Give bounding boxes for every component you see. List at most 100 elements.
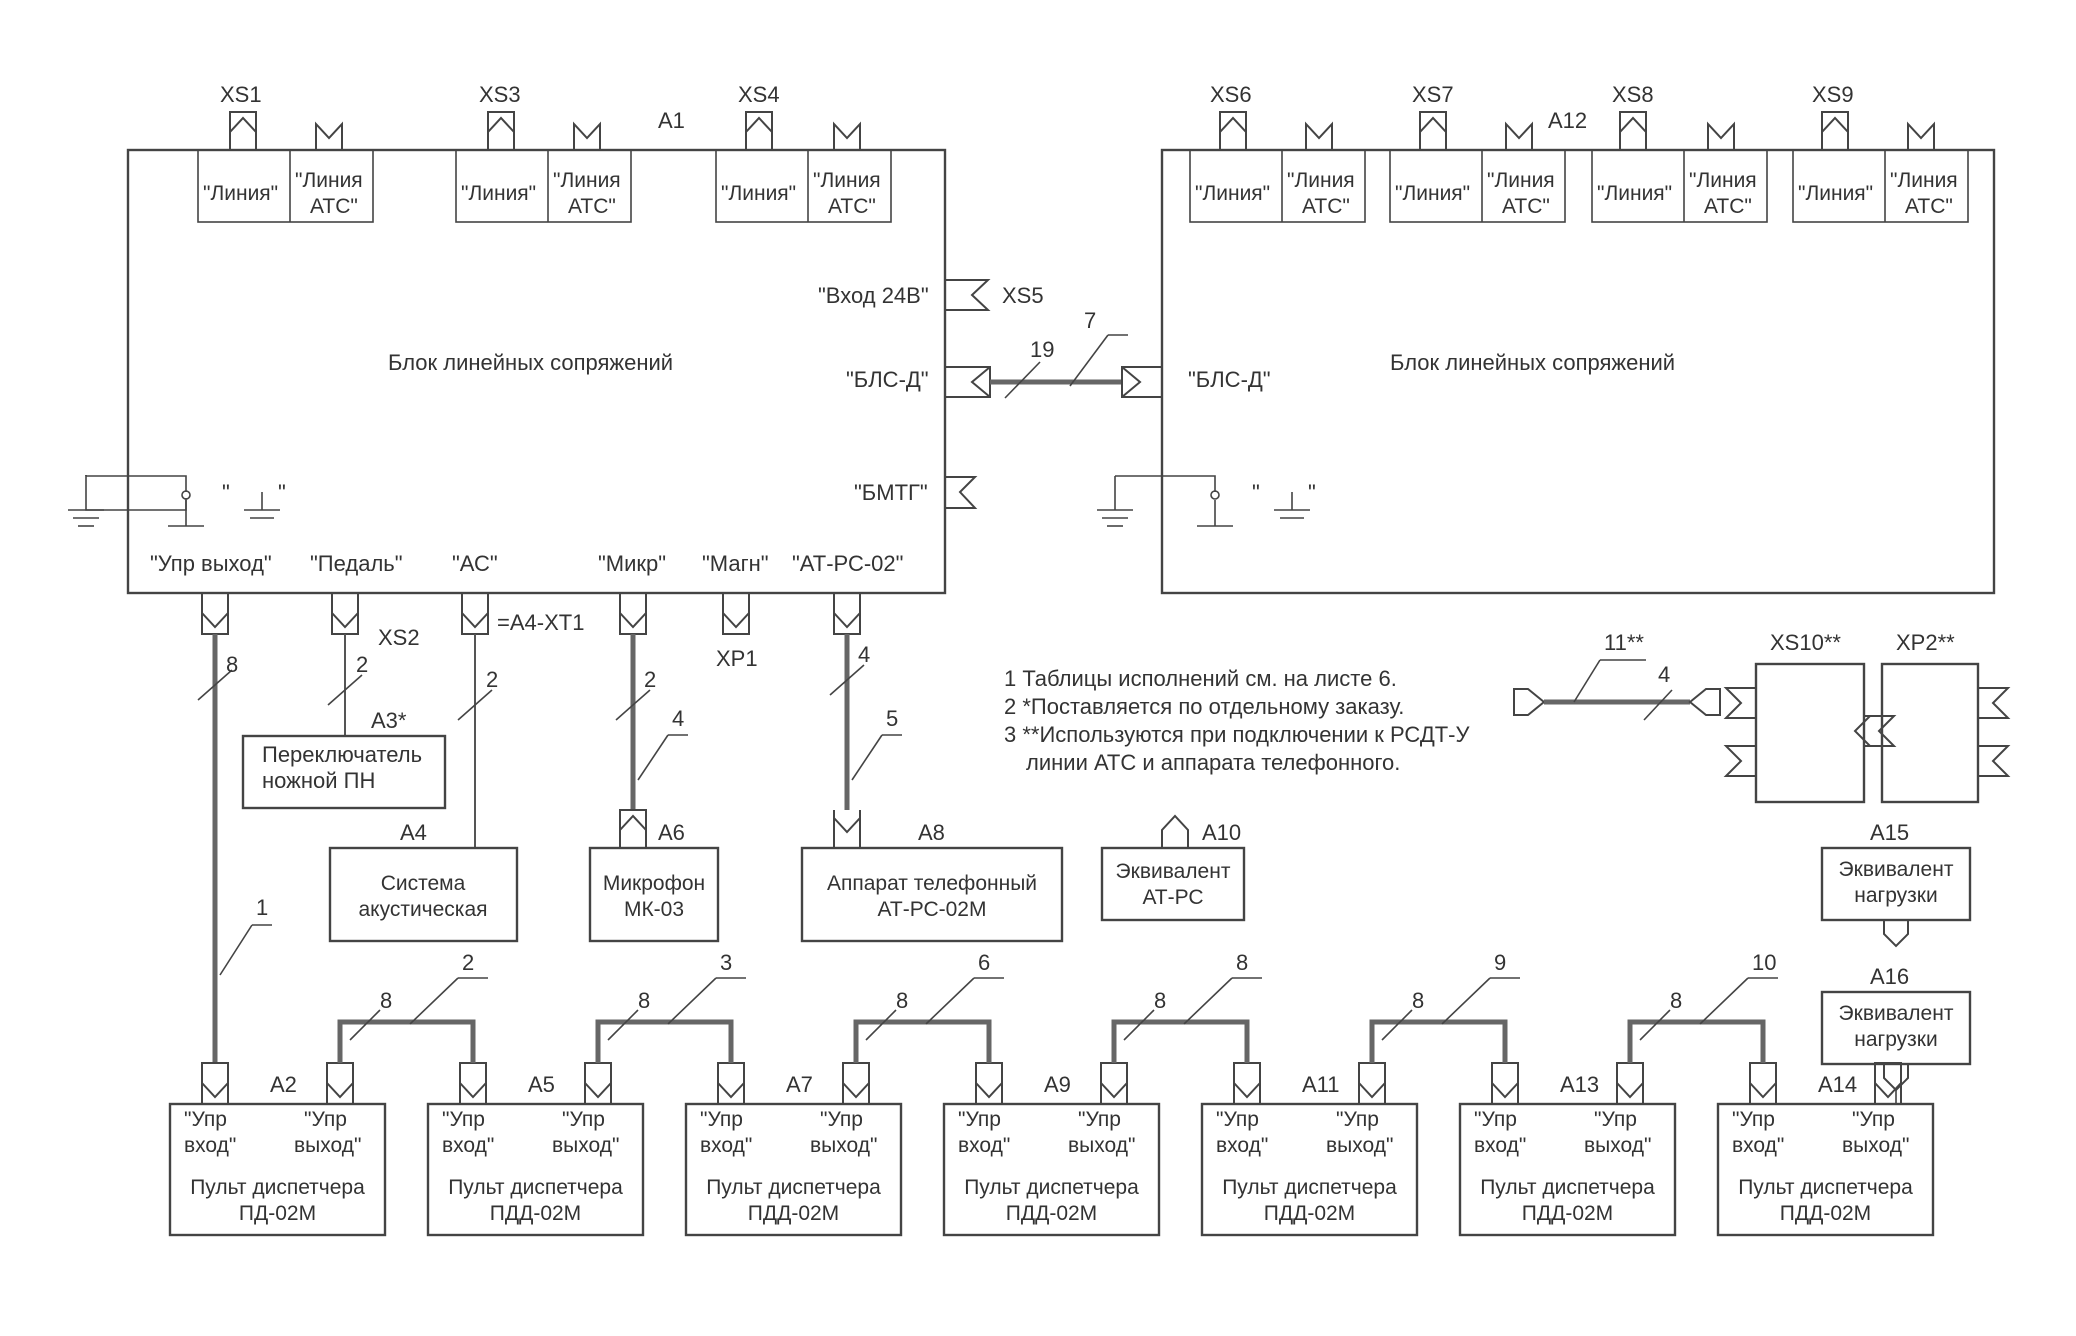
socket-connector-icon: [1619, 111, 1647, 150]
plug-connector-icon: [1305, 121, 1333, 150]
a12-line-group-2: "Линия" "Линия АТС" XS7: [1389, 82, 1566, 223]
note-line: 2 *Поставляется по отдельному заказу.: [1004, 694, 1404, 719]
ground-icon: [244, 492, 280, 519]
ats-label: "Линия: [813, 169, 881, 192]
a1-line-group-1: "Линия" "Линия АТС" XS1: [197, 82, 374, 223]
ats-label: "Линия: [1890, 169, 1958, 192]
chain-tick: [349, 1009, 381, 1041]
line-label: "Линия": [461, 182, 536, 205]
console-box: [1716, 1102, 1935, 1237]
cable-number: 1: [256, 895, 268, 920]
chain-wires: 8: [1154, 988, 1166, 1013]
console-in-label: вход": [442, 1134, 494, 1157]
device-label: акустическая: [358, 898, 487, 921]
socket-connector-icon: [722, 593, 750, 635]
console-ref: A9: [1044, 1072, 1071, 1097]
device-label: нагрузки: [1854, 1028, 1937, 1051]
port-vhod24: "Вход 24В": [818, 283, 929, 308]
chain-cable: 89: [1369, 950, 1520, 1063]
optional-cable-wires: 4: [1658, 662, 1670, 687]
chain-leader: [1699, 977, 1749, 1025]
chain-cable: 82: [337, 950, 488, 1063]
ats-label: АТС": [1704, 195, 1752, 218]
a1-line-group-3: "Линия" "Линия АТС" XS4: [715, 82, 892, 223]
chain-leader: [409, 977, 459, 1025]
cable-wires: 2: [486, 667, 498, 692]
socket-connector-icon: [833, 593, 861, 635]
socket-connector-icon: [1219, 111, 1247, 150]
device-ref: A8: [918, 820, 945, 845]
console-out-label: "Упр: [1852, 1108, 1895, 1131]
chain-wires: 8: [380, 988, 392, 1013]
console-in-label: "Упр: [700, 1108, 743, 1131]
device-label: Эквивалент: [1116, 860, 1231, 883]
console-out-label: "Упр: [304, 1108, 347, 1131]
socket-connector-icon: [1491, 1062, 1519, 1104]
device-label: Эквивалент: [1839, 858, 1954, 881]
plug-connector-icon: [945, 476, 978, 509]
socket-connector-icon: [1121, 366, 1162, 398]
console-in-label: вход": [184, 1134, 236, 1157]
chain-number: 9: [1494, 950, 1506, 975]
console-ref: A7: [786, 1072, 813, 1097]
socket-connector-icon: [201, 1062, 229, 1104]
cable-number: 5: [886, 706, 898, 731]
plug-connector-icon: [1513, 688, 1546, 716]
console-model: ПДД-02М: [490, 1202, 581, 1225]
console-box: [942, 1102, 1161, 1237]
console-in-label: вход": [1732, 1134, 1784, 1157]
plug-connector-icon: [573, 121, 601, 150]
socket-connector-icon: [975, 1062, 1003, 1104]
ats-label: АТС": [310, 195, 358, 218]
chain-number: 2: [462, 950, 474, 975]
a12-line-group-3: "Линия" "Линия АТС" XS8: [1591, 82, 1768, 223]
port-ac: "АС": [452, 551, 498, 576]
chain-wires: 8: [1670, 988, 1682, 1013]
console-in-label: "Упр: [1474, 1108, 1517, 1131]
ats-label: АТС": [1502, 195, 1550, 218]
socket-connector-icon: [487, 111, 515, 150]
device-ref: A3*: [371, 708, 407, 733]
block-a1: A1 Блок линейных сопряжений "Линия" "Лин…: [68, 82, 1044, 671]
connector-xp1: XP1: [716, 646, 758, 671]
console-title: Пульт диспетчера: [1480, 1176, 1655, 1199]
ats-label: "Линия: [1287, 169, 1355, 192]
plug-connector-icon: [315, 121, 343, 150]
optional-cable: 11** 4: [1513, 630, 1721, 721]
device-label: АТ-РС: [1142, 886, 1203, 909]
ats-label: "Линия: [295, 169, 363, 192]
console-out-label: выход": [294, 1134, 361, 1157]
ats-label: "Линия: [1487, 169, 1555, 192]
console-in-label: вход": [1474, 1134, 1526, 1157]
connector-xs9: XS9: [1812, 82, 1854, 107]
line-label: "Линия": [1195, 182, 1270, 205]
device-label: Аппарат телефонный: [827, 872, 1037, 895]
device-ref: A10: [1202, 820, 1241, 845]
console-out-label: выход": [1326, 1134, 1393, 1157]
chain-cable: 83: [595, 950, 746, 1063]
device-a4: A4 Система акустическая: [328, 820, 519, 943]
plug-connector-icon: [1883, 920, 1909, 948]
device-label: Переключатель: [262, 742, 422, 767]
console-title: Пульт диспетчера: [448, 1176, 623, 1199]
chain-leader: [667, 977, 717, 1025]
port-pedal: "Педаль": [310, 551, 403, 576]
connector-xs4: XS4: [738, 82, 780, 107]
socket-connector-icon: [1749, 1062, 1777, 1104]
connector-xs7: XS7: [1412, 82, 1454, 107]
adapter-xp2: XP2**: [1853, 630, 2011, 804]
line-label: "Линия": [721, 182, 796, 205]
device-label: нагрузки: [1854, 884, 1937, 907]
chain-tick: [1639, 1009, 1671, 1041]
chain-cable: 88: [1111, 950, 1262, 1063]
socket-connector-icon: [584, 1062, 612, 1104]
notes: 1 Таблицы исполнений см. на листе 6. 2 *…: [1004, 666, 1471, 775]
chain-tick: [607, 1009, 639, 1041]
console-in-label: вход": [700, 1134, 752, 1157]
adapter-xp2-label: XP2**: [1896, 630, 1955, 655]
socket-connector-icon: [331, 593, 359, 635]
link-cable: 7: [1084, 308, 1096, 333]
